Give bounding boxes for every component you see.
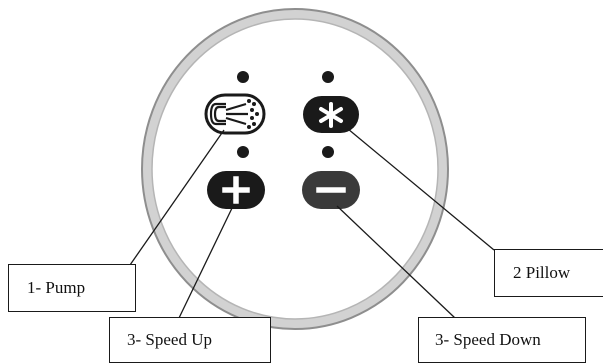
callout-pillow-label: 2 Pillow [513, 263, 571, 282]
leader-line-speed-up [178, 203, 235, 319]
asterisk-icon [319, 102, 343, 128]
leader-line-pillow [341, 123, 495, 251]
pillow-button[interactable] [303, 96, 359, 133]
indicator-dot-speed-down [322, 146, 334, 158]
indicator-dot-pillow [322, 71, 334, 83]
speed-up-button[interactable] [207, 171, 265, 209]
pump-button[interactable] [204, 93, 266, 135]
leader-line-speed-down [336, 205, 456, 319]
callout-speed-down: 3- Speed Down [418, 317, 586, 363]
callout-pump-label: 1- Pump [27, 278, 86, 297]
speed-down-button[interactable] [302, 171, 360, 209]
panel-face [151, 18, 439, 320]
indicator-dot-speed-up [237, 146, 249, 158]
callout-speed-down-label: 3- Speed Down [435, 330, 541, 349]
callout-pump: 1- Pump [8, 264, 136, 312]
indicator-dot-pump [237, 71, 249, 83]
jet-spray-icon [209, 102, 248, 126]
callout-speed-up-label: 3- Speed Up [127, 330, 212, 349]
callout-speed-up: 3- Speed Up [109, 317, 271, 363]
callout-pillow: 2 Pillow [494, 249, 603, 297]
plus-icon [222, 176, 250, 204]
leader-line-pump [129, 129, 225, 266]
